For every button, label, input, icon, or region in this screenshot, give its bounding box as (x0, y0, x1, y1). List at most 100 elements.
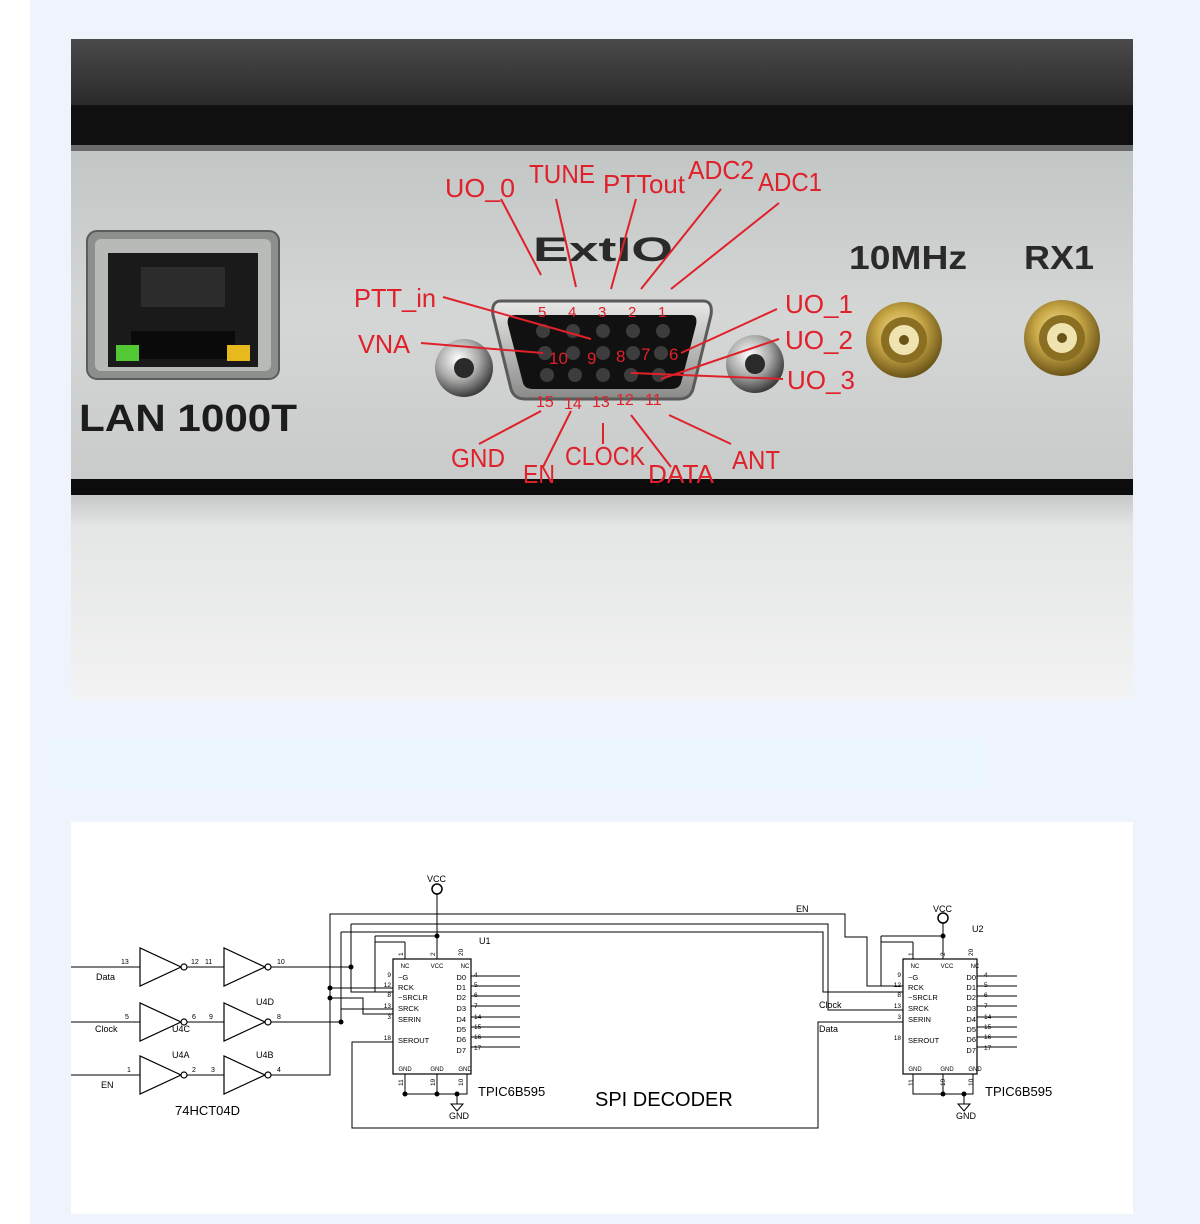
pin-label: D6 (966, 1035, 976, 1044)
u2-data-input-label: Data (819, 1024, 838, 1034)
pin-label: D2 (456, 993, 466, 1002)
pin-label: D3 (966, 1004, 976, 1013)
vcc-label-u2: VCC (933, 904, 953, 914)
pin-label: SEROUT (908, 1036, 940, 1045)
pin-num: 6 (474, 992, 478, 999)
pin-num: 5 (984, 982, 988, 989)
pin-label: D5 (966, 1025, 976, 1034)
pin-label: GND (458, 1067, 472, 1073)
pin-num: 16 (474, 1034, 482, 1041)
inverter-bubble (180, 1018, 188, 1026)
ground-symbol-u2 (956, 1103, 972, 1112)
pin-num: 18 (384, 1035, 392, 1042)
gnd-label-u2: GND (956, 1111, 977, 1121)
inverter-bubble (264, 963, 272, 971)
pin-label: NC (971, 964, 980, 970)
u2-clock-input-label: Clock (819, 1000, 842, 1010)
pin-num: 1 (398, 952, 405, 956)
inverter-gate (223, 1055, 267, 1095)
label-gnd: GND (451, 443, 505, 473)
pin-label: NC (401, 964, 410, 970)
pin-num: 14 (984, 1014, 992, 1021)
sma-label-rx1: RX1 (1024, 239, 1094, 276)
pin-num: 3 (387, 1014, 391, 1021)
label-ant: ANT (732, 445, 780, 475)
pin-label: SRCK (908, 1004, 929, 1013)
pin-num: 12 (384, 982, 392, 989)
pin-label: NC (461, 964, 470, 970)
pin-num: 19 (940, 1078, 947, 1086)
pin-num: 5 (474, 982, 478, 989)
pin-num-4: 4 (568, 304, 576, 321)
extio-connector-label: ExtIO (533, 231, 673, 269)
pin-num: 8 (897, 992, 901, 999)
pin-num: 3 (897, 1014, 901, 1021)
pin-num: 8 (387, 992, 391, 999)
pin-label: D1 (966, 983, 976, 992)
pin-num-15: 15 (536, 394, 554, 411)
pin-num-11: 11 (645, 392, 662, 409)
pin-num: 14 (474, 1014, 482, 1021)
label-data: DATA (648, 459, 715, 489)
pin-label: D3 (456, 1004, 466, 1013)
ic-u2-pin-labels: ~GRCK~SRCLRSRCKSERINSEROUT912813318D0D1D… (894, 948, 992, 1086)
pin-num: 8 (277, 1014, 281, 1021)
unit-label-u4c: U4C (172, 1024, 191, 1034)
pin-num: 7 (474, 1003, 478, 1010)
bezel-top (71, 105, 1133, 149)
unit-label-u4d: U4D (256, 997, 275, 1007)
inverter-bubble (180, 963, 188, 971)
pin-num: 11 (908, 1079, 915, 1086)
pin-label: D5 (456, 1025, 466, 1034)
pin-num: 19 (430, 1078, 437, 1086)
pin-num: 11 (205, 959, 212, 966)
label-uo3: UO_3 (787, 365, 855, 395)
pin-num: 4 (984, 972, 988, 979)
pin-num: 2 (940, 952, 947, 956)
pin-num-3: 3 (598, 304, 606, 321)
input-clock-label: Clock (95, 1024, 118, 1034)
pin-num-2: 2 (628, 304, 636, 321)
label-uo1: UO_1 (785, 289, 853, 319)
vcc-terminal-u2 (937, 912, 949, 924)
inverter-gate (139, 1002, 183, 1042)
pin-label: ~G (908, 973, 918, 982)
inverter-part-label: 74HCT04D (175, 1103, 240, 1118)
pin-label: ~SRCLR (398, 993, 428, 1002)
link-led-green (116, 345, 139, 361)
schematic-drawing: VCC VCC GND GND EN Data Clock EN U4C U4D… (71, 874, 1052, 1129)
schematic-title: SPI DECODER (595, 1089, 733, 1111)
pin-num-9: 9 (587, 349, 596, 368)
label-pttout: PTTout (603, 169, 686, 199)
device-front-panel-photo: LAN 1000T ExtIO 10MHz RX1 (71, 39, 1133, 699)
unit-label-u4a: U4A (172, 1050, 190, 1060)
pin-label: SRCK (398, 1004, 419, 1013)
pin-label: D4 (456, 1015, 466, 1024)
ic-u2-body (902, 958, 978, 1075)
pin-label: D4 (966, 1015, 976, 1024)
u2-part-label: TPIC6B595 (985, 1084, 1052, 1099)
pin-num: 13 (384, 1003, 392, 1010)
front-panel-illustration: LAN 1000T ExtIO 10MHz RX1 (71, 39, 1133, 699)
pin-num: 9 (387, 972, 391, 979)
lan-port (86, 230, 280, 380)
en-bus-label: EN (796, 904, 809, 914)
input-en-label: EN (101, 1080, 114, 1090)
pin-num-5: 5 (538, 304, 546, 321)
pin-num: 15 (474, 1024, 482, 1031)
schematic-wires (71, 894, 1017, 1129)
u1-part-label: TPIC6B595 (478, 1084, 545, 1099)
pin-label: SEROUT (398, 1036, 430, 1045)
pin-label: ~SRCLR (908, 993, 938, 1002)
pin-num-10: 10 (549, 349, 568, 368)
u2-ref-label: U2 (972, 924, 984, 934)
label-clock: CLOCK (565, 441, 646, 471)
label-uo2: UO_2 (785, 325, 853, 355)
chassis-top (71, 39, 1133, 105)
pin-num: 3 (211, 1067, 215, 1074)
pin-num: 4 (474, 972, 478, 979)
vcc-terminal-u1 (431, 883, 443, 895)
pin-label: D0 (456, 973, 466, 982)
pin-label: GND (940, 1067, 954, 1073)
inverter-gate (223, 947, 267, 987)
